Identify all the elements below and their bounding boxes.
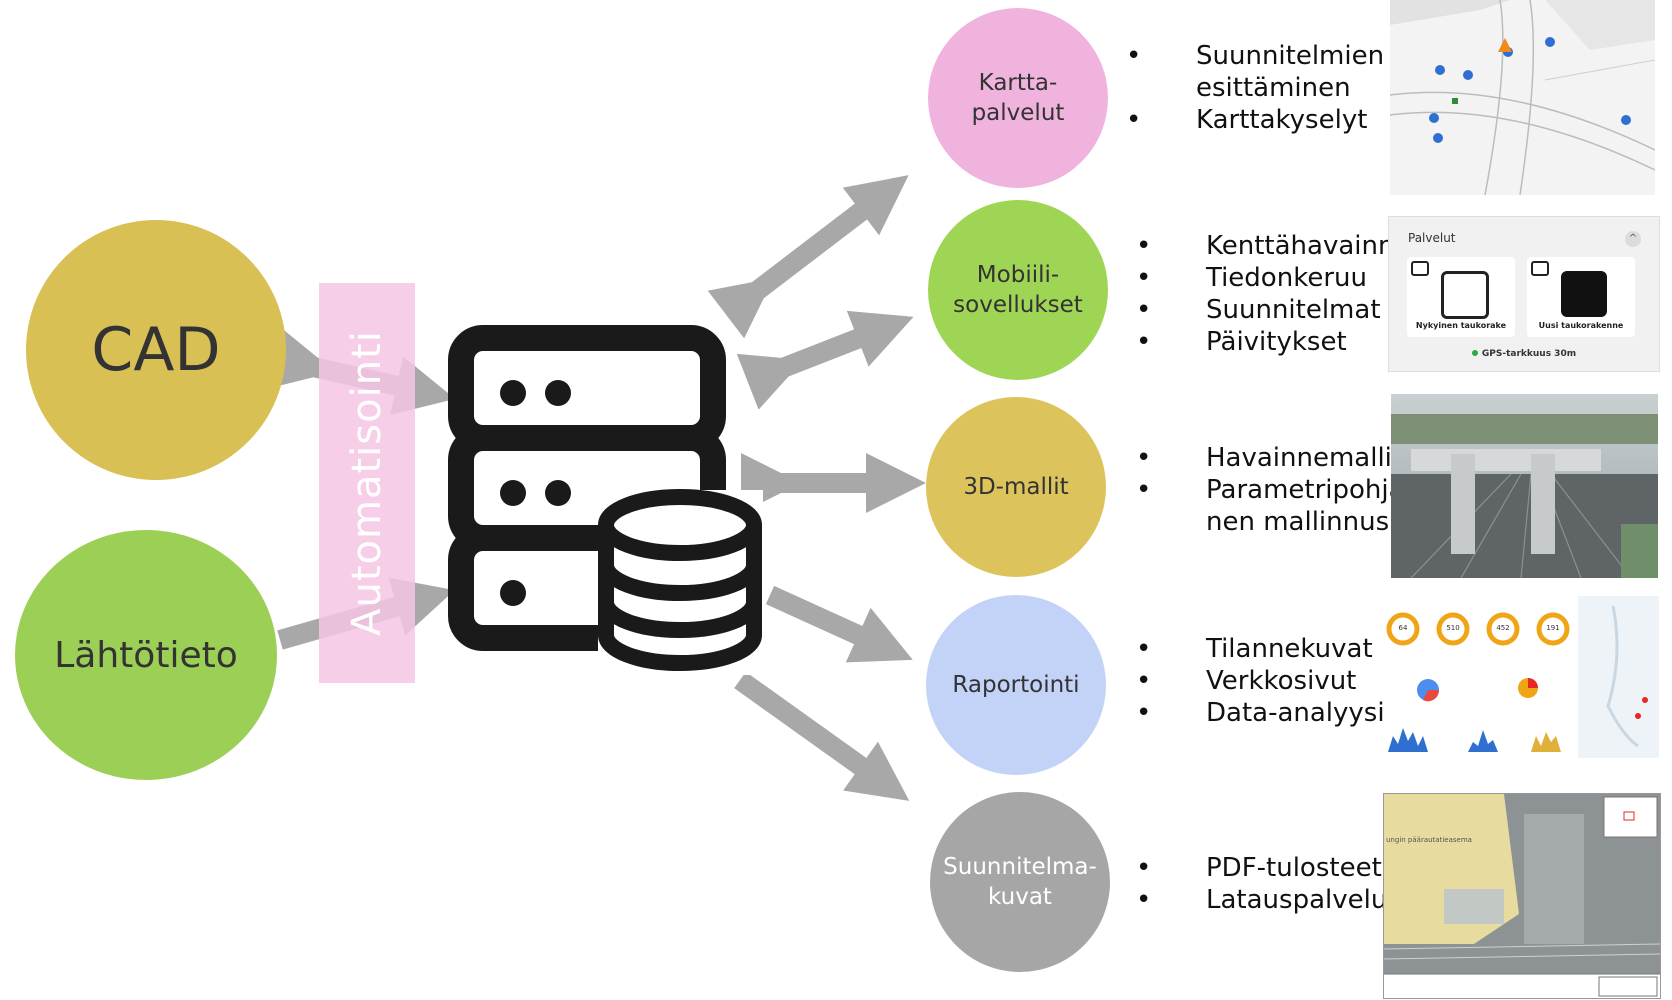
list-item: •Tiedonkeruu: [1136, 263, 1367, 293]
list-item: •Kenttähavainnot: [1136, 231, 1421, 261]
camera-icon: [1531, 261, 1549, 276]
3d-mallit-label: 3D-mallit: [963, 474, 1069, 500]
raportointi-label: Raportointi: [952, 672, 1080, 698]
list-item: •Parametripohjai- nen mallinnus: [1136, 475, 1422, 537]
shelter-icon: [1441, 271, 1489, 319]
service-card: Nykyinen taukorake: [1407, 257, 1515, 337]
service-card: Uusi taukorakenne: [1527, 257, 1635, 337]
list-item: •PDF-tulosteet: [1136, 853, 1382, 883]
3d-mallit-circle: 3D-mallit: [926, 397, 1106, 577]
list-item: •Verkkosivut: [1136, 666, 1357, 696]
kpi-donuts: [1386, 612, 1570, 646]
3d-mallit-bullets: •Havainnemallit •Parametripohjai- nen ma…: [1136, 442, 1421, 538]
karttapalvelut-circle: Kartta- palvelut: [928, 8, 1108, 188]
card-label: Uusi taukorakenne: [1538, 321, 1624, 330]
list-item: •Tilannekuvat: [1136, 634, 1373, 664]
karttapalvelut-label: Kartta- palvelut: [971, 70, 1065, 126]
collapse-icon: ^: [1625, 231, 1641, 247]
suunnitelmakuvat-circle: Suunnitelma- kuvat: [930, 792, 1110, 972]
suunnitelmakuvat-label: Suunnitelma- kuvat: [943, 854, 1097, 910]
gps-status: GPS-tarkkuus 30m: [1389, 349, 1659, 359]
db-karttapalvelut-arrow: [707, 175, 909, 339]
raportointi-circle: Raportointi: [926, 595, 1106, 775]
kpi-value: 452: [1496, 624, 1510, 632]
3d-model-thumbnail: [1391, 394, 1658, 578]
raportointi-bullets: •Tilannekuvat •Verkkosivut •Data-analyys…: [1136, 633, 1395, 729]
plan-area-label: ungin päärautatieasema: [1386, 836, 1472, 844]
lahtotieto-label: Lähtötieto: [54, 634, 238, 676]
db-suunnitelmakuvat-arrow: [734, 671, 910, 801]
karttapalvelut-bullets: •Suunnitelmien esittäminen •Karttakysely…: [1126, 40, 1384, 136]
mobiilisovellukset-bullets: •Kenttähavainnot •Tiedonkeruu •Suunnitel…: [1136, 230, 1421, 358]
kpi-value: 191: [1546, 624, 1560, 632]
shelter-icon: [1561, 271, 1607, 317]
db-raportointi-arrow: [765, 585, 913, 663]
server-database-icon: [448, 325, 763, 675]
kpi-value: 510: [1446, 624, 1460, 632]
cad-circle: CAD: [26, 220, 286, 480]
suunnitelmakuvat-bullets: •PDF-tulosteet •Latauspalvelut: [1136, 852, 1398, 916]
mobile-app-thumbnail: Palvelut ^ Nykyinen taukorake Uusi tauko…: [1388, 216, 1660, 372]
list-item: •Suunnitelmien esittäminen: [1126, 41, 1385, 103]
mobiilisovellukset-label: Mobiili- sovellukset: [953, 262, 1083, 318]
plan-drawing-thumbnail: ungin päärautatieasema: [1383, 793, 1661, 999]
list-item: •Havainnemallit: [1136, 443, 1403, 473]
db-mobiili-arrow: [736, 310, 914, 410]
camera-icon: [1411, 261, 1429, 276]
list-item: •Päivitykset: [1136, 327, 1347, 357]
gps-dot-icon: [1471, 350, 1478, 356]
automation-label: Automatisointi: [344, 330, 390, 636]
list-item: •Latauspalvelut: [1136, 885, 1398, 915]
cad-label: CAD: [91, 315, 221, 385]
automation-band: Automatisointi: [319, 283, 415, 683]
map-thumbnail: [1390, 0, 1655, 195]
list-item: •Data-analyysit: [1136, 698, 1395, 728]
list-item: •Karttakyselyt: [1126, 105, 1368, 135]
lahtotieto-circle: Lähtötieto: [15, 530, 277, 780]
kpi-value: 64: [1398, 624, 1408, 632]
list-item: •Suunnitelmat: [1136, 295, 1381, 325]
report-dashboard-thumbnail: 64 510 452 191: [1383, 596, 1659, 758]
card-label: Nykyinen taukorake: [1415, 321, 1507, 330]
mobile-panel-title: Palvelut: [1408, 231, 1456, 245]
mobiilisovellukset-circle: Mobiili- sovellukset: [928, 200, 1108, 380]
